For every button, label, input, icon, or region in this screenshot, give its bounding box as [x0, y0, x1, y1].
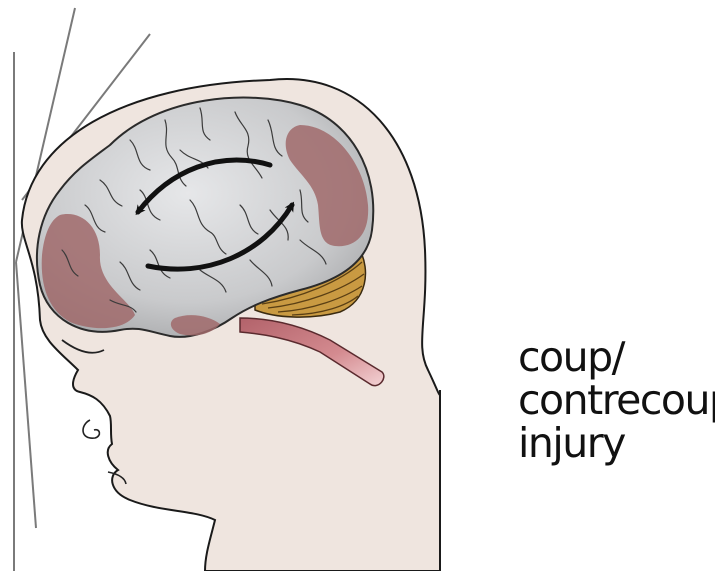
caption-line-1: coup/ — [518, 336, 713, 379]
nostril — [83, 420, 99, 438]
diagram-caption: coup/ contrecoup injury — [518, 336, 713, 465]
caption-line-2: contrecoup — [518, 379, 713, 422]
wall-line-angled-3 — [16, 262, 36, 528]
caption-line-3: injury — [518, 422, 713, 465]
